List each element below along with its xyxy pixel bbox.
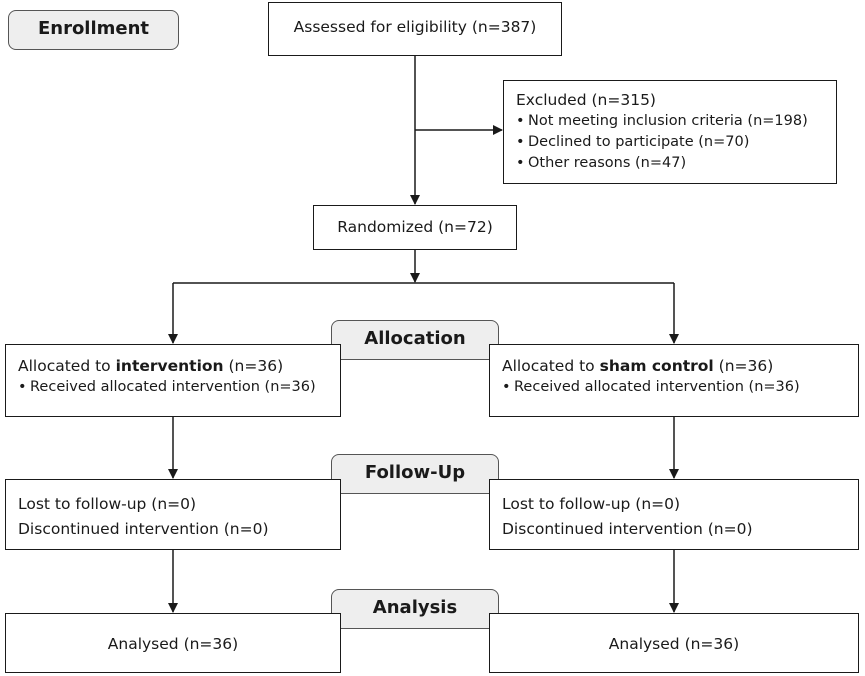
stage-label-allocation: Allocation xyxy=(331,320,499,360)
allocation-box-intervention: Allocated to intervention (n=36) •Receiv… xyxy=(5,344,341,417)
allocation-prefix: Allocated to xyxy=(502,357,600,375)
allocation-suffix: (n=36) xyxy=(223,357,284,375)
randomized-box: Randomized (n=72) xyxy=(313,205,517,250)
received-label: Received allocated intervention (n=36) xyxy=(514,379,800,395)
lost-to-followup: Lost to follow-up (n=0) xyxy=(502,495,681,513)
analysed-text: Analysed (n=36) xyxy=(608,635,740,653)
allocation-text: Allocated to intervention (n=36) xyxy=(18,356,340,377)
allocation-box-sham-control: Allocated to sham control (n=36) •Receiv… xyxy=(489,344,859,417)
discontinued-intervention: Discontinued intervention (n=0) xyxy=(18,520,269,538)
allocation-suffix: (n=36) xyxy=(713,357,774,375)
excluded-item: •Not meeting inclusion criteria (n=198) xyxy=(516,111,836,132)
received-item: •Received allocated intervention (n=36) xyxy=(502,377,858,398)
bullet-icon: • xyxy=(18,379,27,395)
analysed-text: Analysed (n=36) xyxy=(107,635,239,653)
received-label: Received allocated intervention (n=36) xyxy=(30,379,316,395)
excluded-item-label: Not meeting inclusion criteria (n=198) xyxy=(528,113,808,129)
excluded-item: •Other reasons (n=47) xyxy=(516,153,836,174)
assessed-box: Assessed for eligibility (n=387) xyxy=(268,2,562,56)
excluded-title: Excluded (n=315) xyxy=(516,91,656,109)
bullet-icon: • xyxy=(516,134,525,150)
assessed-text: Assessed for eligibility (n=387) xyxy=(293,18,537,36)
stage-label-followup: Follow-Up xyxy=(331,454,499,494)
allocation-group-name: sham control xyxy=(599,357,714,375)
bullet-icon: • xyxy=(516,113,525,129)
excluded-item-label: Declined to participate (n=70) xyxy=(528,134,750,150)
excluded-item-label: Other reasons (n=47) xyxy=(528,155,687,171)
allocation-prefix: Allocated to xyxy=(18,357,116,375)
received-item: •Received allocated intervention (n=36) xyxy=(18,377,340,398)
followup-box-intervention: Lost to follow-up (n=0) Discontinued int… xyxy=(5,479,341,550)
analysis-box-sham-control: Analysed (n=36) xyxy=(489,613,859,673)
allocation-group-name: intervention xyxy=(115,357,224,375)
excluded-box: Excluded (n=315) •Not meeting inclusion … xyxy=(503,80,837,184)
stage-label-analysis: Analysis xyxy=(331,589,499,629)
excluded-item: •Declined to participate (n=70) xyxy=(516,132,836,153)
lost-to-followup: Lost to follow-up (n=0) xyxy=(18,495,197,513)
discontinued-intervention: Discontinued intervention (n=0) xyxy=(502,520,753,538)
stage-label-enrollment: Enrollment xyxy=(8,10,179,50)
analysis-box-intervention: Analysed (n=36) xyxy=(5,613,341,673)
bullet-icon: • xyxy=(516,155,525,171)
bullet-icon: • xyxy=(502,379,511,395)
randomized-text: Randomized (n=72) xyxy=(337,218,493,236)
followup-box-sham-control: Lost to follow-up (n=0) Discontinued int… xyxy=(489,479,859,550)
allocation-text: Allocated to sham control (n=36) xyxy=(502,356,858,377)
